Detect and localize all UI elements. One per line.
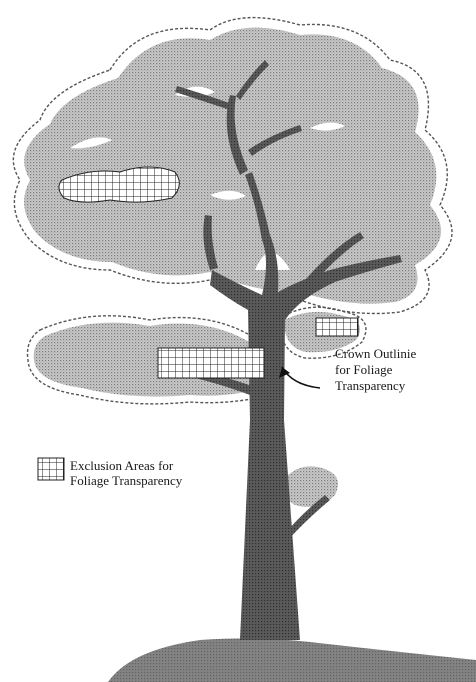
arrow — [282, 367, 320, 388]
legend-swatch — [38, 458, 64, 480]
legend-label: Exclusion Areas for Foliage Transparency — [70, 458, 183, 488]
crown-outline-label-line3: Transparency — [335, 378, 406, 393]
exclusion-area — [316, 318, 358, 336]
ground — [108, 638, 476, 682]
legend-label-line2: Foliage Transparency — [70, 473, 183, 488]
legend-label-line1: Exclusion Areas for — [70, 458, 174, 473]
crown-outline-label-line1: Crown Outlinie — [335, 346, 416, 361]
crown-outline-label-line2: for Foliage — [335, 362, 393, 377]
small-cluster — [283, 466, 338, 507]
exclusion-area — [158, 348, 264, 378]
crown-outline-label: Crown Outlinie for Foliage Transparency — [335, 346, 420, 393]
